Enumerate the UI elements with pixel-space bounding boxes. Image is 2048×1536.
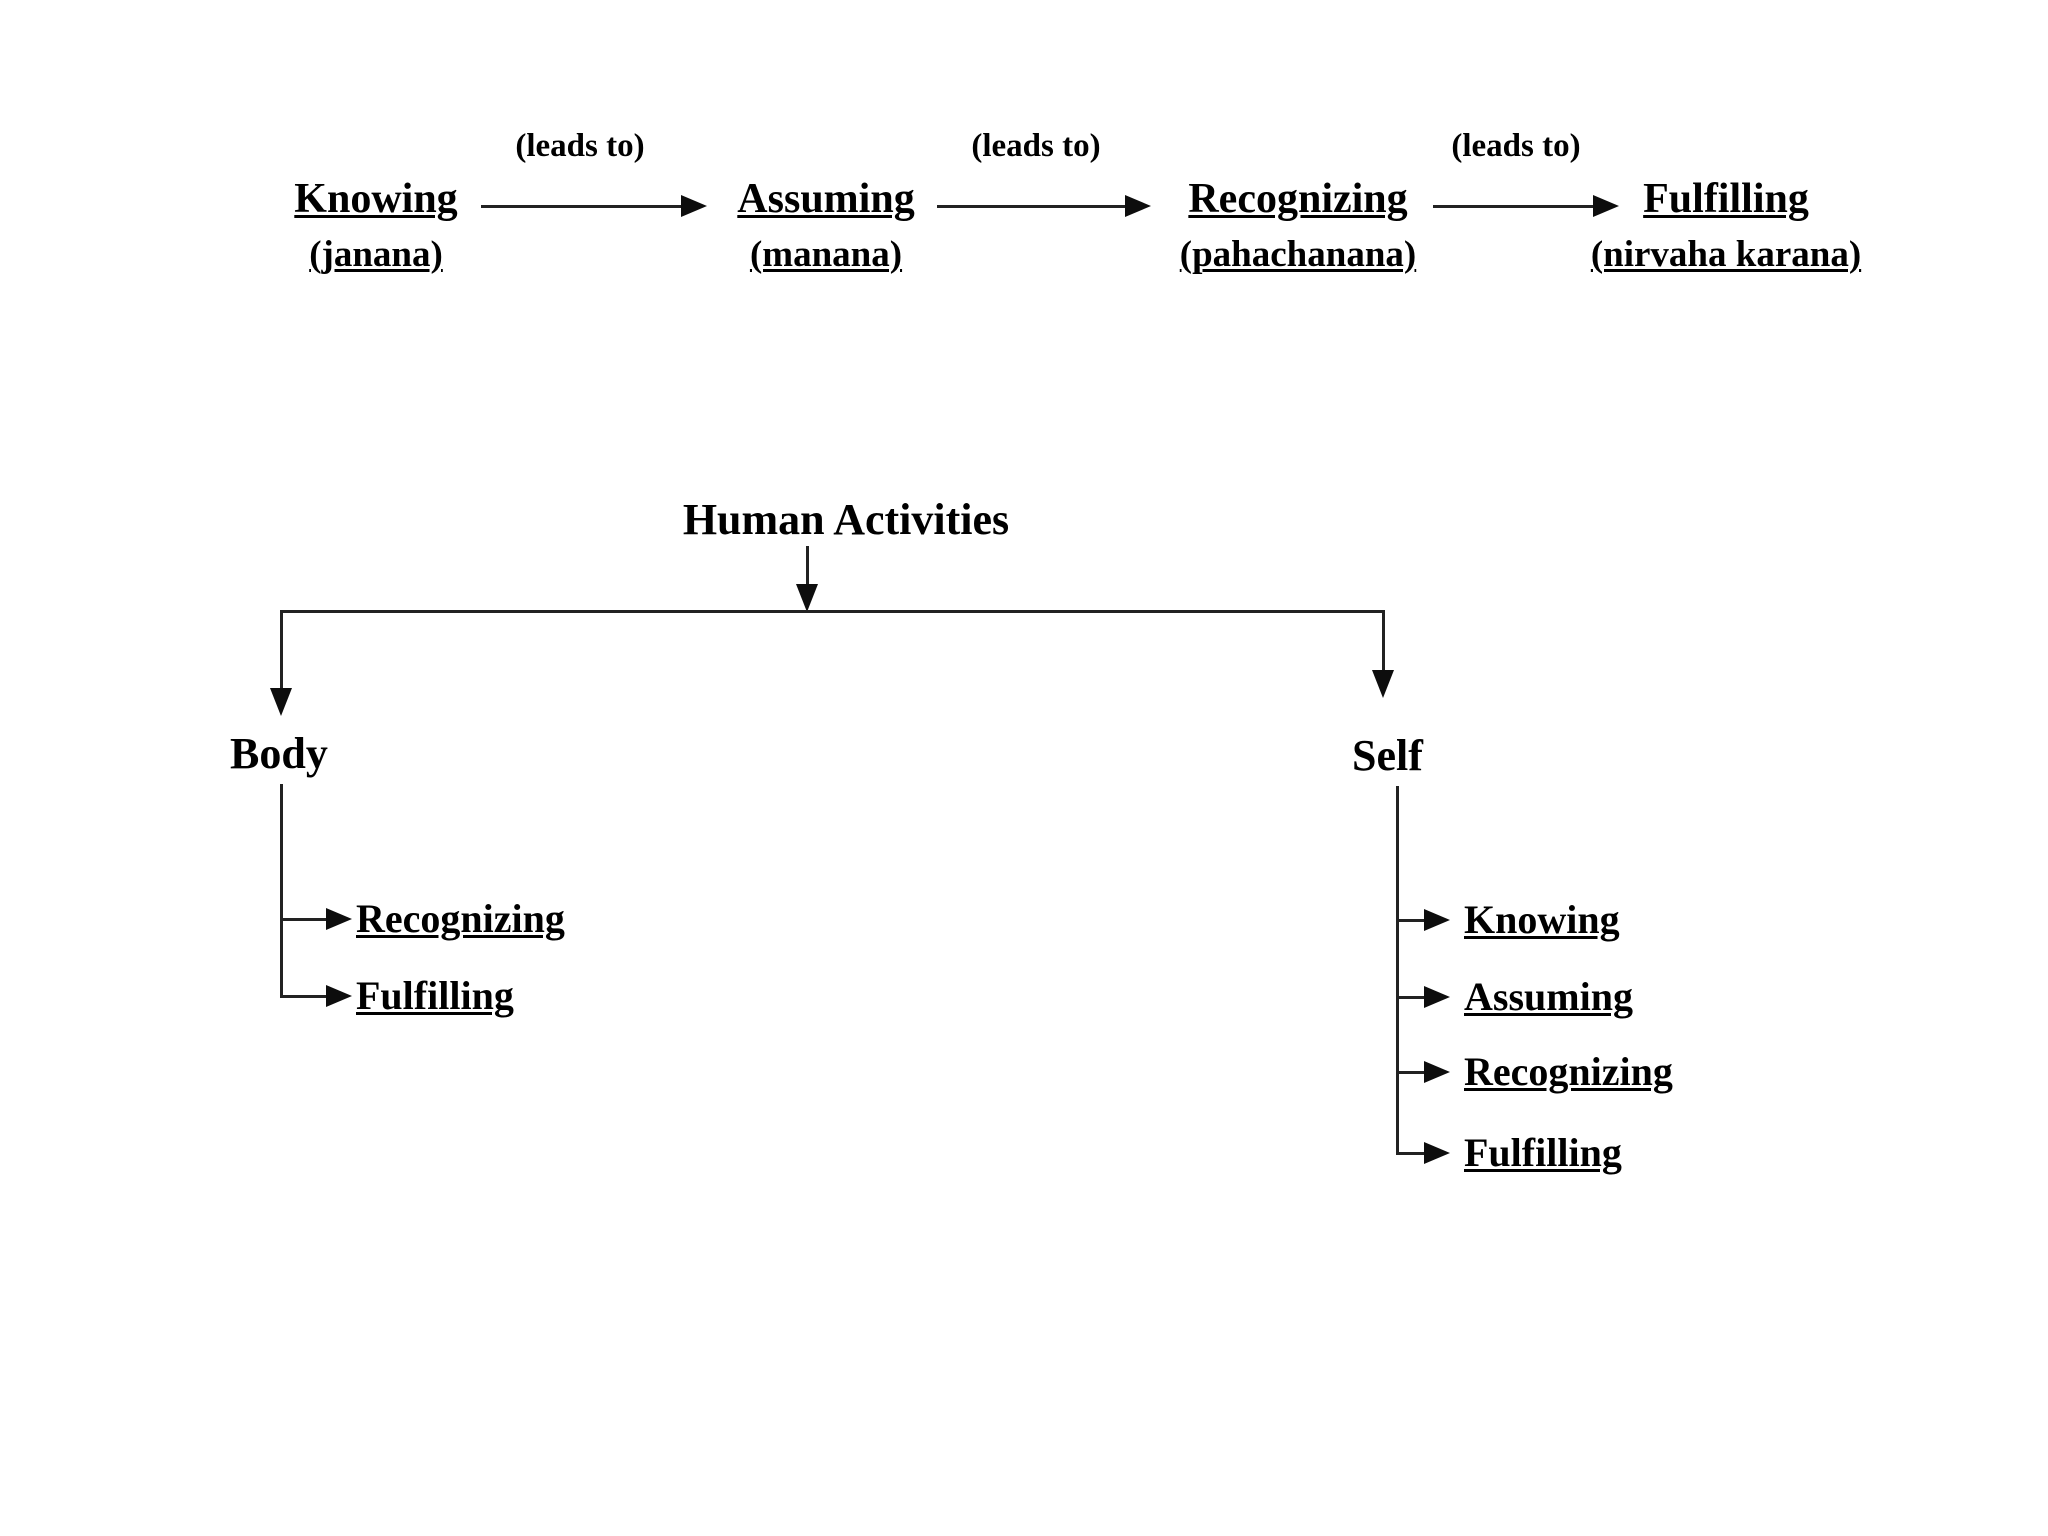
leaf-arrow-head-icon: [1424, 1142, 1450, 1164]
leaf-arrow-line: [1396, 919, 1426, 922]
flow-node-title: Knowing: [294, 176, 458, 222]
flow-node-recognizing: Recognizing (pahachanana): [1128, 173, 1468, 276]
self-drop-head-icon: [1372, 670, 1394, 698]
leaf-arrow-head-icon: [326, 908, 352, 930]
tree-root-label: Human Activities: [682, 495, 1010, 544]
leaf-arrow-head-icon: [1424, 1061, 1450, 1083]
flow-arrow-3-line: [1433, 205, 1595, 208]
leaf-label-self-recognizing: Recognizing: [1464, 1049, 1673, 1094]
leaf-arrow-line: [1396, 1071, 1426, 1074]
flow-arrow-2-head-icon: [1125, 195, 1151, 217]
flow-node-title: Fulfilling: [1643, 176, 1809, 222]
self-drop-line: [1382, 610, 1385, 674]
leaf-arrow-head-icon: [1424, 909, 1450, 931]
body-drop-line: [280, 610, 283, 692]
flow-node-assuming: Assuming (manana): [656, 173, 996, 276]
leaf-label-self-knowing: Knowing: [1464, 897, 1620, 942]
body-drop-head-icon: [270, 688, 292, 716]
leaf-label-self-assuming: Assuming: [1464, 974, 1633, 1019]
root-connector-line: [806, 546, 809, 588]
flow-node-title: Recognizing: [1188, 176, 1408, 222]
leaf-arrow-head-icon: [1424, 986, 1450, 1008]
flow-node-subtitle: (nirvaha karana): [1590, 233, 1862, 275]
leaf-arrow-head-icon: [326, 985, 352, 1007]
leaf-label-body-recognizing: Recognizing: [356, 896, 565, 941]
leads-to-label-2: (leads to): [971, 128, 1101, 164]
flow-node-knowing: Knowing (janana): [206, 173, 546, 276]
flow-arrow-1-head-icon: [681, 195, 707, 217]
flow-node-subtitle: (janana): [309, 233, 443, 275]
leaf-arrow-line: [1396, 996, 1426, 999]
branch-label-self: Self: [1352, 731, 1423, 780]
leaf-arrow-line: [1396, 1152, 1426, 1155]
flow-node-subtitle: (manana): [749, 233, 903, 275]
flow-node-subtitle: (pahachanana): [1179, 233, 1417, 275]
root-connector-head-icon: [796, 584, 818, 612]
leaf-label-body-fulfilling: Fulfilling: [356, 973, 514, 1018]
tree-horizontal-connector: [281, 610, 1385, 613]
flow-node-fulfilling: Fulfilling (nirvaha karana): [1556, 173, 1896, 276]
flow-arrow-2-line: [937, 205, 1127, 208]
leaf-arrow-line: [280, 995, 328, 998]
flow-arrow-3-head-icon: [1593, 195, 1619, 217]
body-spine-line: [280, 784, 283, 996]
leads-to-label-1: (leads to): [515, 128, 645, 164]
leads-to-label-3: (leads to): [1451, 128, 1581, 164]
branch-label-body: Body: [230, 729, 328, 778]
leaf-arrow-line: [280, 918, 328, 921]
leaf-label-self-fulfilling: Fulfilling: [1464, 1130, 1622, 1175]
flow-node-title: Assuming: [737, 176, 915, 222]
flow-arrow-1-line: [481, 205, 683, 208]
self-spine-line: [1396, 786, 1399, 1154]
